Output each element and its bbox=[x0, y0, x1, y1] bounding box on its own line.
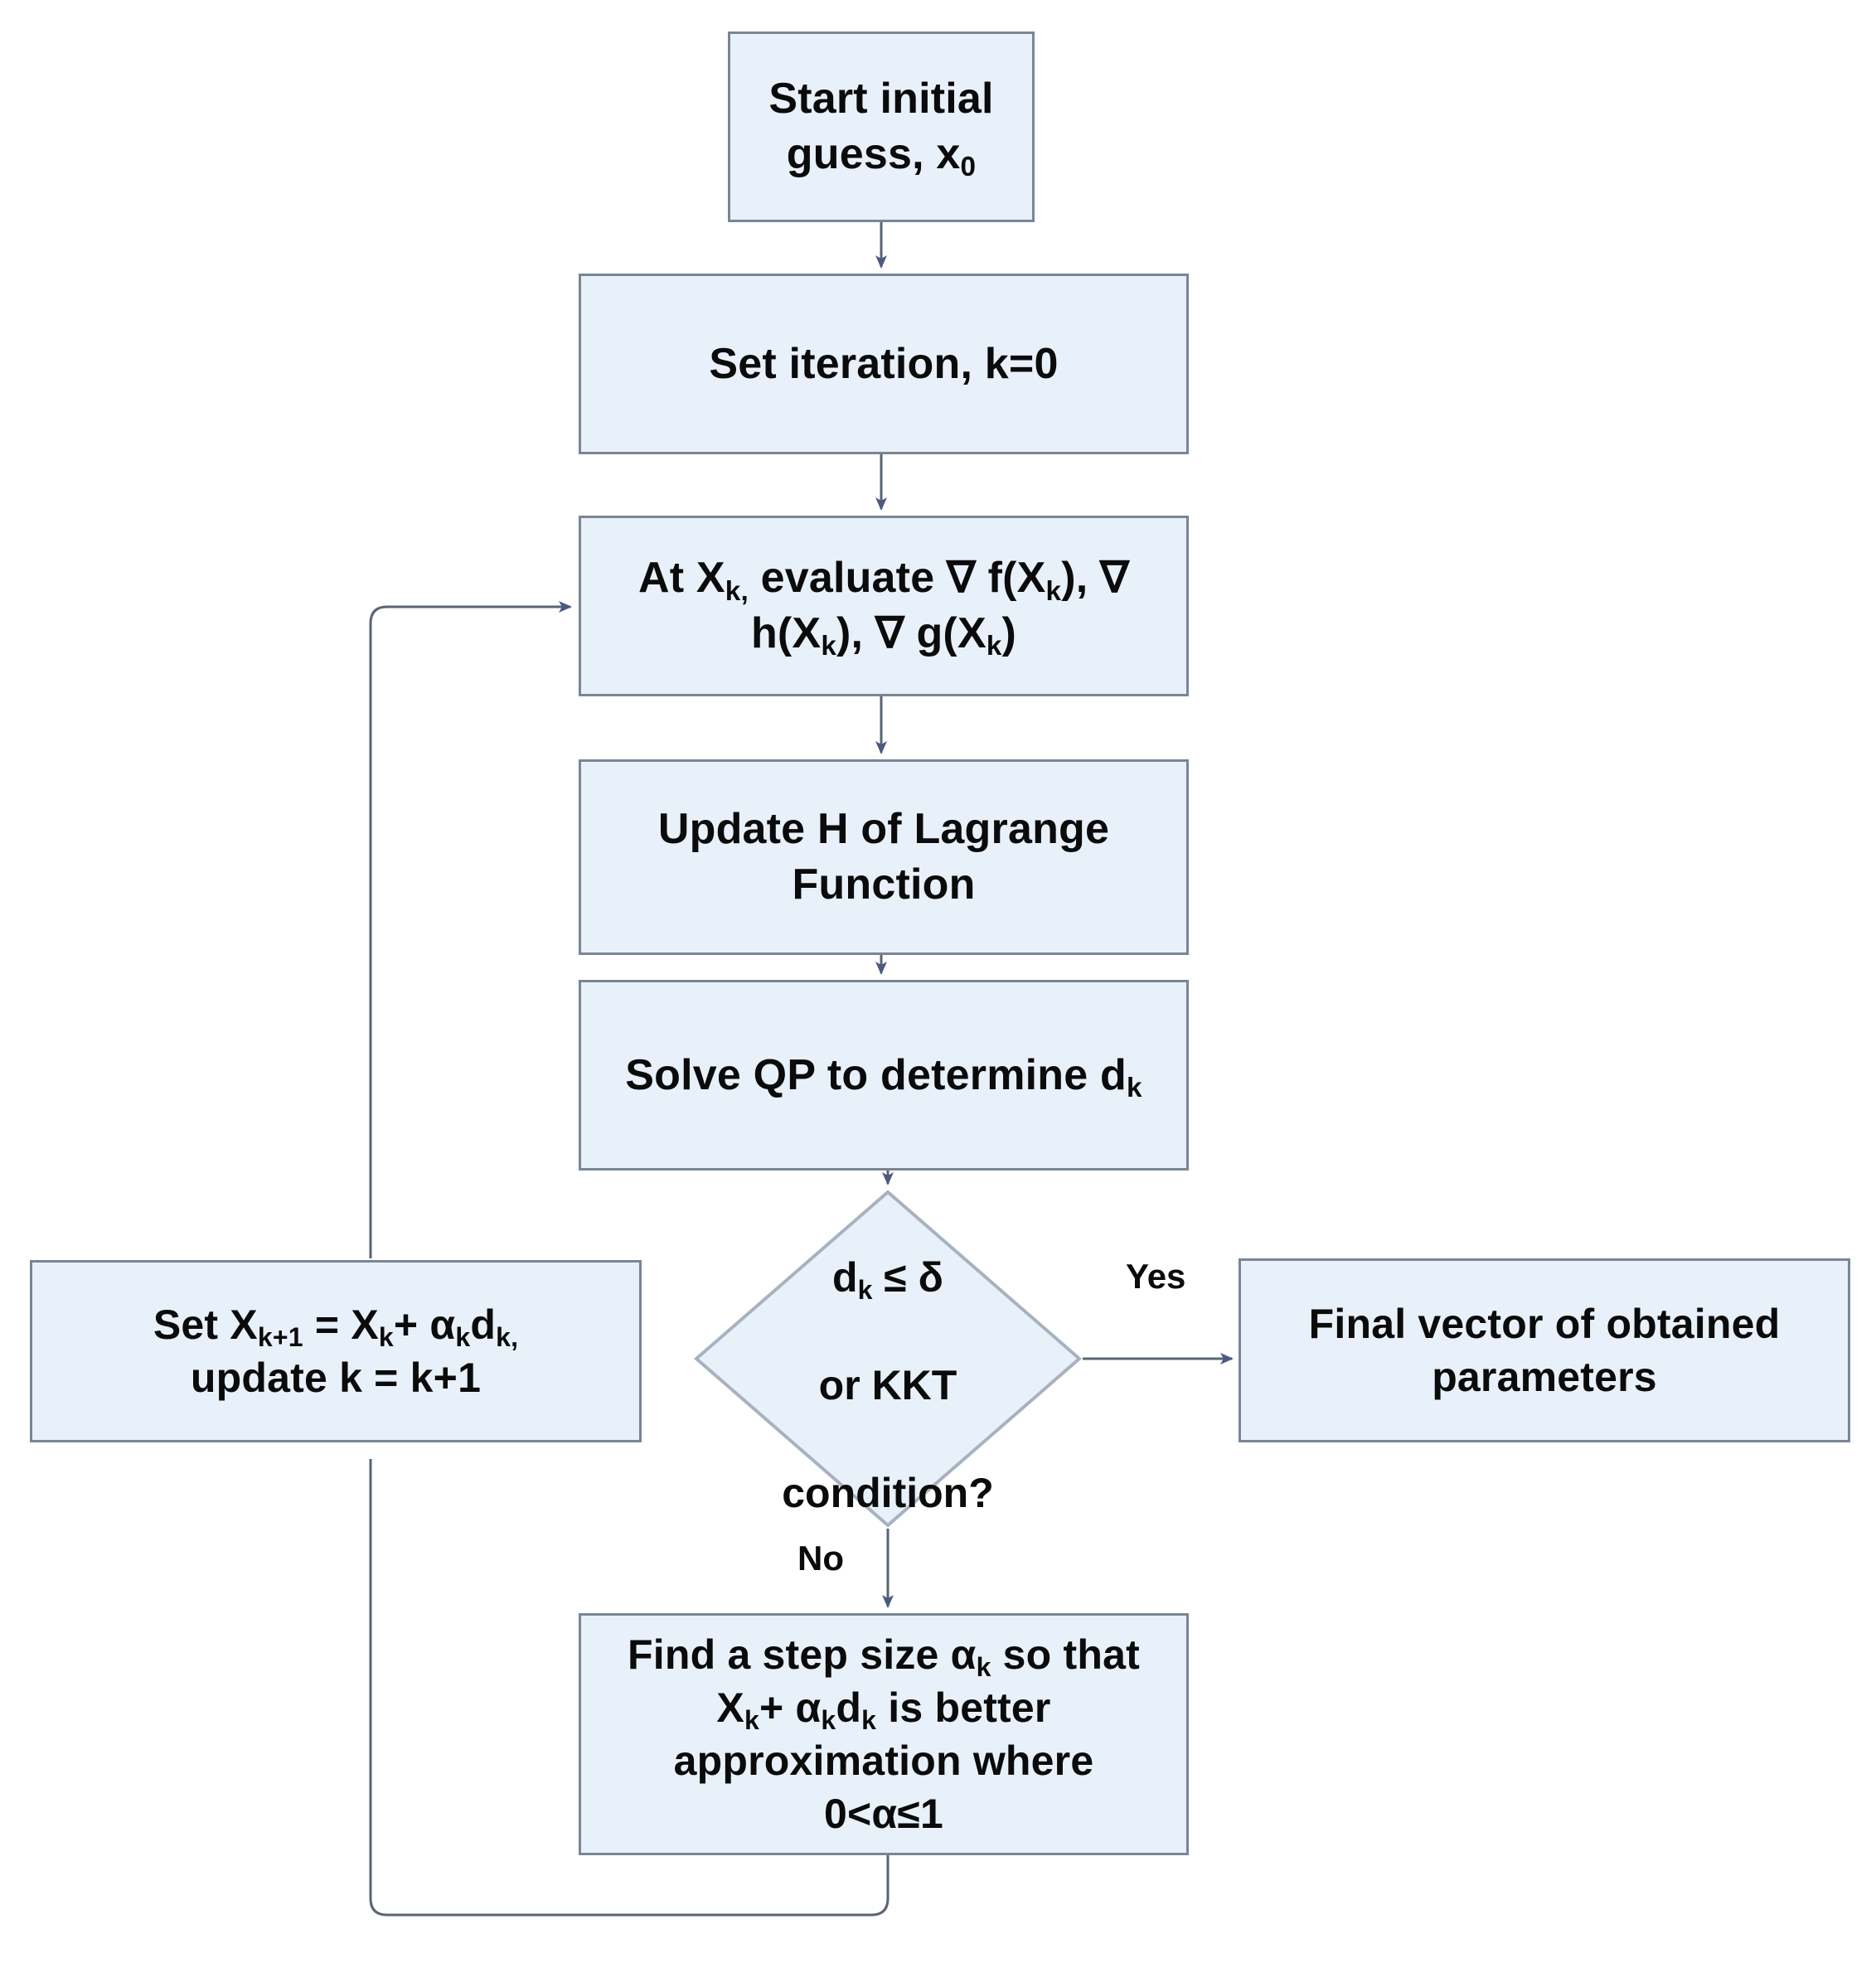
subscript-k: k, bbox=[725, 575, 749, 607]
subscript-k: k bbox=[744, 1704, 759, 1735]
subscript-k: k bbox=[986, 631, 1002, 662]
subscript-zero: 0 bbox=[960, 152, 977, 183]
node-set-iteration-label: Set iteration, k=0 bbox=[709, 339, 1059, 388]
node-set-iteration[interactable]: Set iteration, k=0 bbox=[579, 274, 1189, 454]
subscript-k: k bbox=[821, 1704, 836, 1735]
node-set-next-x-label: Set Xk+1 = Xk+ αkdk,update k = k+1 bbox=[153, 1301, 519, 1401]
node-evaluate-gradients-label: At Xk, evaluate ∇ f(Xk), ∇ h(Xk), ∇ g(Xk… bbox=[637, 554, 1130, 662]
subscript-k: k bbox=[455, 1321, 471, 1352]
subscript-k: k bbox=[821, 631, 837, 662]
subscript-k: k bbox=[378, 1321, 394, 1352]
edge-set-next-x-to-evaluate bbox=[369, 601, 572, 1258]
node-set-next-x[interactable]: Set Xk+1 = Xk+ αkdk,update k = k+1 bbox=[30, 1260, 642, 1442]
subscript-k: k bbox=[1045, 575, 1062, 607]
edge-label-yes: Yes bbox=[1126, 1257, 1186, 1296]
node-evaluate-gradients[interactable]: At Xk, evaluate ∇ f(Xk), ∇ h(Xk), ∇ g(Xk… bbox=[579, 516, 1189, 696]
subscript-k-plus-1: k+1 bbox=[257, 1321, 303, 1352]
node-solve-qp-label: Solve QP to determine dk bbox=[625, 1050, 1142, 1104]
diamond-shape bbox=[693, 1190, 1083, 1528]
subscript-k: k bbox=[1126, 1073, 1142, 1104]
subscript-k: k bbox=[857, 1274, 873, 1305]
node-decision-label: dk ≤ δ or KKT condition? bbox=[782, 1254, 994, 1516]
subscript-k: k, bbox=[496, 1321, 519, 1352]
subscript-k: k bbox=[861, 1704, 877, 1735]
edge-label-no: No bbox=[797, 1539, 844, 1578]
node-decision-convergence[interactable]: dk ≤ δ or KKT condition? bbox=[693, 1189, 1083, 1529]
node-solve-qp[interactable]: Solve QP to determine dk bbox=[579, 980, 1189, 1171]
subscript-k: k bbox=[976, 1651, 991, 1682]
